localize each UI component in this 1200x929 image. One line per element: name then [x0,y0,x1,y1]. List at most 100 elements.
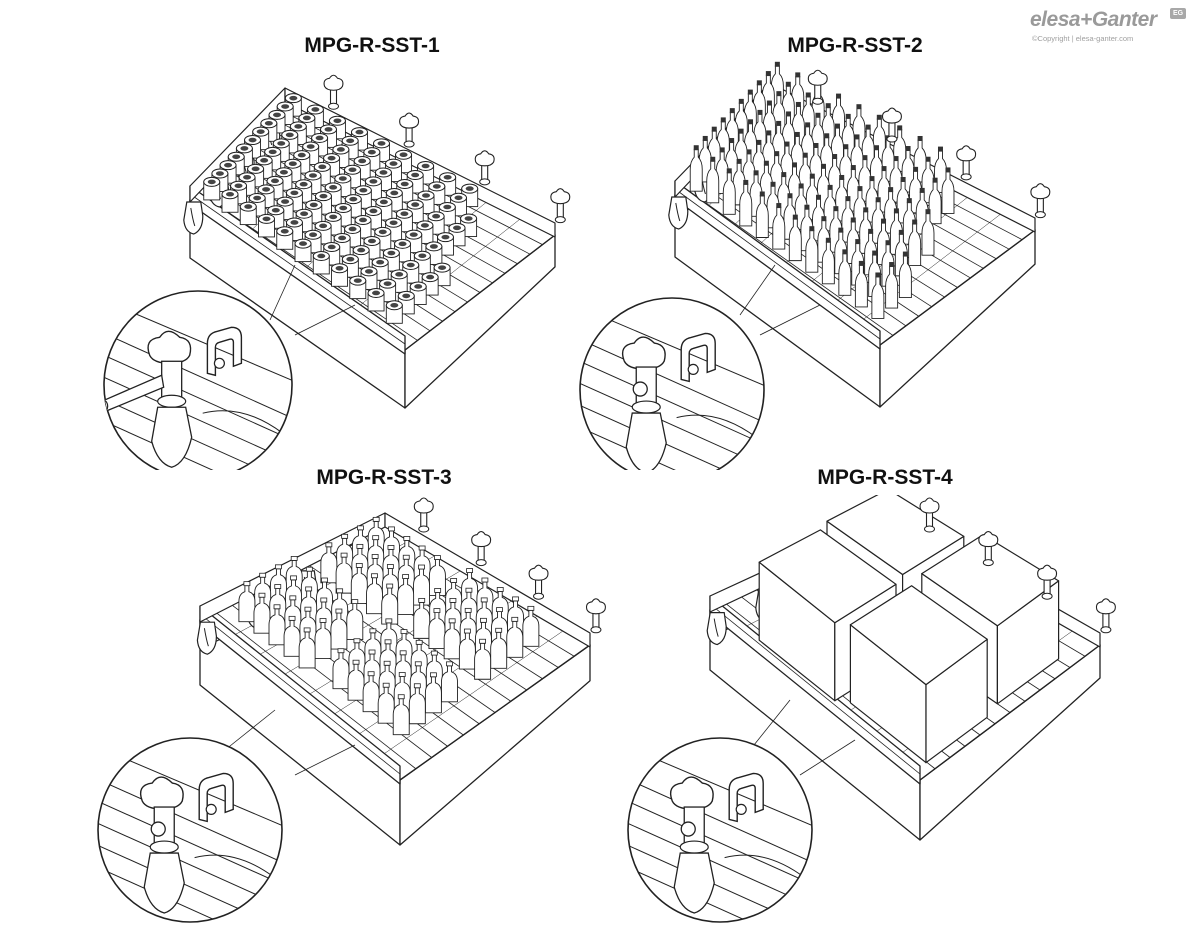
inset-bracket-bolt [213,357,226,369]
flask-cap [402,574,410,579]
bottle-cap [770,181,776,187]
flask-cap [465,587,473,593]
bottle-cap [825,103,831,109]
bottle-cap [795,72,801,78]
flask-cap [449,598,457,603]
flask-cap [243,581,251,587]
knob-collar [960,173,972,181]
conveyor-table [183,74,571,409]
knob-head [550,188,571,205]
flask-cap [448,618,456,624]
hanger-clamp-edge [675,202,681,222]
flask-cap [372,535,380,541]
flask-cap [400,629,408,635]
knob-collar [1034,211,1046,219]
bottle-cap [693,145,699,151]
knob-collar [812,97,824,105]
knob-collar [475,559,487,567]
flask-cap [511,616,519,622]
knob-head [585,598,606,615]
hanger-clamp [706,612,727,646]
hanger-clamp-edge [190,207,196,227]
bottle-cap [875,272,881,278]
logo-brand: elesa+Ganter [1030,8,1157,31]
flask-cap [352,659,360,665]
flask-cap [259,572,267,578]
bottle-cap [786,111,792,117]
bottle-cap [845,196,851,202]
bottle-cap [747,89,753,95]
detail-inset-content [98,746,282,922]
flask-cap [290,575,297,581]
flask-cap [273,604,281,610]
inset-bracket [198,772,234,823]
bottle-cap [729,108,735,114]
detail-inset-frame [97,737,283,923]
bottle-cap [759,191,765,197]
flask-cap [305,566,313,572]
bottle-cap [868,228,874,234]
knob-head [323,74,344,91]
bottle-cap [787,193,793,199]
knob-head [919,497,940,514]
bottle-cap [756,80,762,86]
bottle-cap [856,104,862,110]
bottle-cap [897,125,903,131]
flask-cap [371,573,378,579]
conveyor-table [196,497,606,846]
bottle-cap [932,177,938,183]
panel-title-2: MPG-R-SST-2 [787,34,923,57]
knob-head [978,531,999,548]
knob-head [1037,564,1058,581]
bottle-cap [854,134,860,140]
flask-cap [274,584,282,589]
bottle-cap [821,216,827,222]
knob-collar [533,592,545,600]
bottle-cap [834,123,840,129]
bottle-cap [937,146,943,152]
bottle-cap [858,260,864,266]
bottle-cap [702,135,708,141]
knob-head [1095,598,1116,615]
flask-cap [398,672,406,677]
hanger-clamp-edge [203,628,209,647]
flask-cap [387,545,395,550]
knob-collar [479,178,491,186]
bottle-cap [766,100,772,106]
flask-cap [305,586,313,592]
flask-cap [446,661,453,667]
conveyor-illustration-1 [103,74,571,470]
flask-cap [418,545,426,551]
inset-set-screw [680,821,696,837]
bottle-cap [781,172,787,178]
bottle-cap [720,117,726,123]
bottle-cap [743,179,749,185]
flask-cap [415,639,423,645]
bottle-cap [719,147,725,153]
box-top [826,495,965,576]
bottle-cap [838,227,844,233]
flask-cap [527,605,535,611]
knob-collar [982,559,994,567]
bottle-cap [809,226,815,232]
detail-inset [627,737,813,923]
bottle-cap [874,145,880,151]
bottle-cap [872,250,878,256]
leader-line [749,699,791,751]
flask-cap [466,568,473,573]
hanger-clamp-edge [713,618,719,637]
inset-set-screw [150,821,166,837]
panel-title-3: MPG-R-SST-3 [316,466,452,489]
flask-cap [351,599,359,604]
bottle-cap [753,170,759,176]
conveyor-table [668,61,1051,408]
knob-collar [590,626,602,634]
bottle-cap [792,214,798,220]
flask-cap [371,554,379,559]
knob-collar [418,525,430,533]
bottle-cap [802,152,808,158]
bottle-cap [805,92,811,98]
flask-cap [303,627,311,633]
flask-cap [386,564,394,569]
flask-cap [356,543,364,549]
